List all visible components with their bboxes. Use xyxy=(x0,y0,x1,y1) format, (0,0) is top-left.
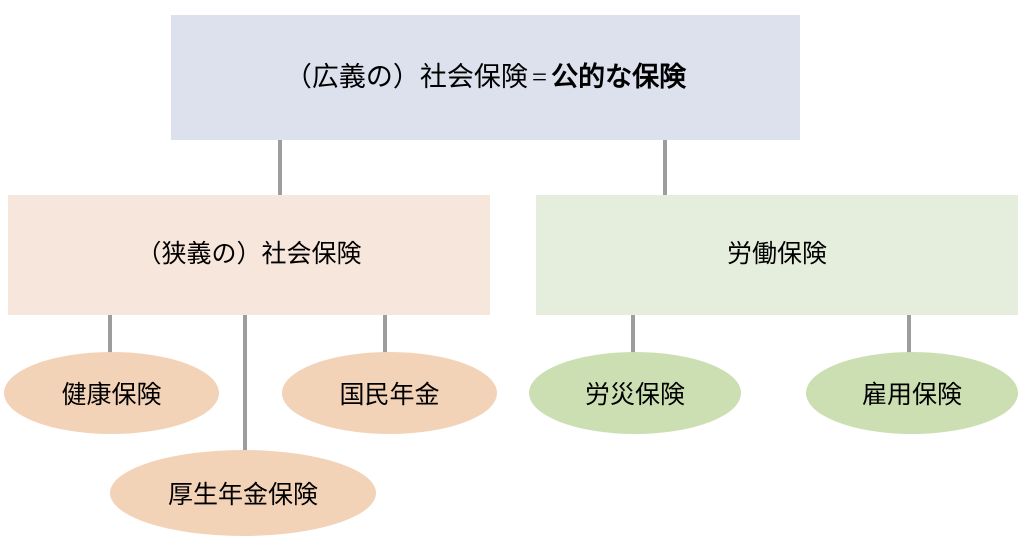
root-label-equals: = xyxy=(531,61,548,92)
connector-narrow-to-kokumin xyxy=(383,315,387,363)
node-koyo-hoken: 雇用保険 xyxy=(806,352,1018,434)
node-kokumin-nenkin: 国民年金 xyxy=(282,352,497,434)
node-rosai-hoken-label: 労災保険 xyxy=(584,382,685,409)
connector-narrow-to-kenko xyxy=(108,315,112,363)
node-shakai-hoken-narrow-label: （狭義の）社会保険 xyxy=(136,241,362,269)
node-rodo-hoken: 労働保険 xyxy=(536,195,1018,315)
root-label: （広義の）社会保険=公的な保険 xyxy=(285,61,686,95)
node-rodo-hoken-label: 労働保険 xyxy=(726,241,827,269)
connector-root-to-labor xyxy=(663,140,667,196)
connector-narrow-to-kosei xyxy=(243,315,247,463)
root-label-plain: （広義の）社会保険 xyxy=(284,61,528,92)
node-kosei-nenkin-hoken-label: 厚生年金保険 xyxy=(167,482,318,509)
connector-labor-to-rosai xyxy=(631,315,635,363)
node-kokumin-nenkin-label: 国民年金 xyxy=(339,382,440,409)
node-rosai-hoken: 労災保険 xyxy=(529,352,741,434)
node-kosei-nenkin-hoken: 厚生年金保険 xyxy=(110,450,376,536)
node-koyo-hoken-label: 雇用保険 xyxy=(861,382,962,409)
node-public-insurance-root: （広義の）社会保険=公的な保険 xyxy=(171,15,800,140)
connector-labor-to-koyo xyxy=(907,315,911,363)
connector-root-to-narrow xyxy=(278,140,282,196)
node-kenko-hoken-label: 健康保険 xyxy=(61,382,162,409)
node-kenko-hoken: 健康保険 xyxy=(4,352,219,434)
root-label-bold: 公的な保険 xyxy=(551,61,687,92)
node-shakai-hoken-narrow: （狭義の）社会保険 xyxy=(8,195,490,315)
